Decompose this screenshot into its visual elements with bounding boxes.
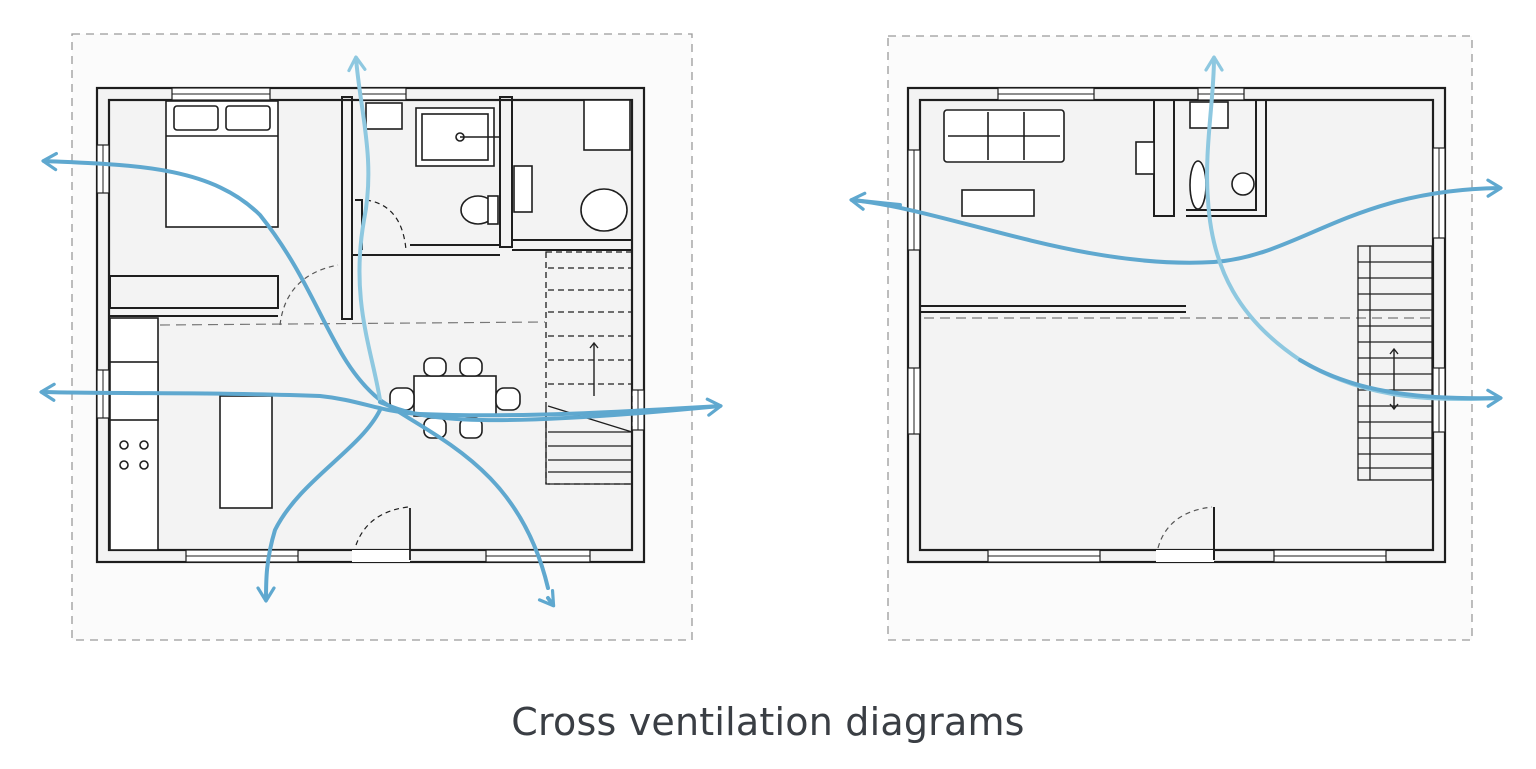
entry-door [1157, 506, 1213, 549]
office-furniture [513, 99, 631, 232]
airflow-arrow [1298, 358, 1503, 408]
entry-door [355, 506, 411, 560]
ceiling-line-dashed [159, 321, 546, 326]
dining-table [389, 357, 521, 439]
stair-ground [545, 251, 633, 485]
airflow-arrow [256, 408, 382, 603]
interior-walls [109, 96, 632, 320]
floor-area [908, 88, 1445, 562]
upper-floor-plan [849, 35, 1503, 641]
airflow-arrow [41, 151, 550, 590]
ground-floor-plan [39, 33, 723, 641]
door-swing-bedroom [279, 264, 339, 326]
interior-walls [920, 99, 1267, 560]
airflow-arrow [850, 178, 1503, 265]
airflow-arrows-upper [849, 55, 1503, 408]
kitchen [109, 317, 273, 551]
diagram-caption: Cross ventilation diagrams [511, 700, 1025, 744]
bathroom-fixtures [365, 102, 500, 251]
airflow-arrows-ground [39, 55, 723, 608]
airflow-arrow [347, 55, 382, 402]
airflow-arrow [849, 191, 902, 211]
bed [165, 100, 279, 228]
bathroom-fixtures [1189, 101, 1255, 210]
airflow-arrow [537, 588, 556, 608]
sofa [943, 109, 1155, 217]
stair-upper [1357, 245, 1433, 481]
airflow-arrow [378, 397, 723, 423]
airflow-arrow [39, 382, 722, 418]
